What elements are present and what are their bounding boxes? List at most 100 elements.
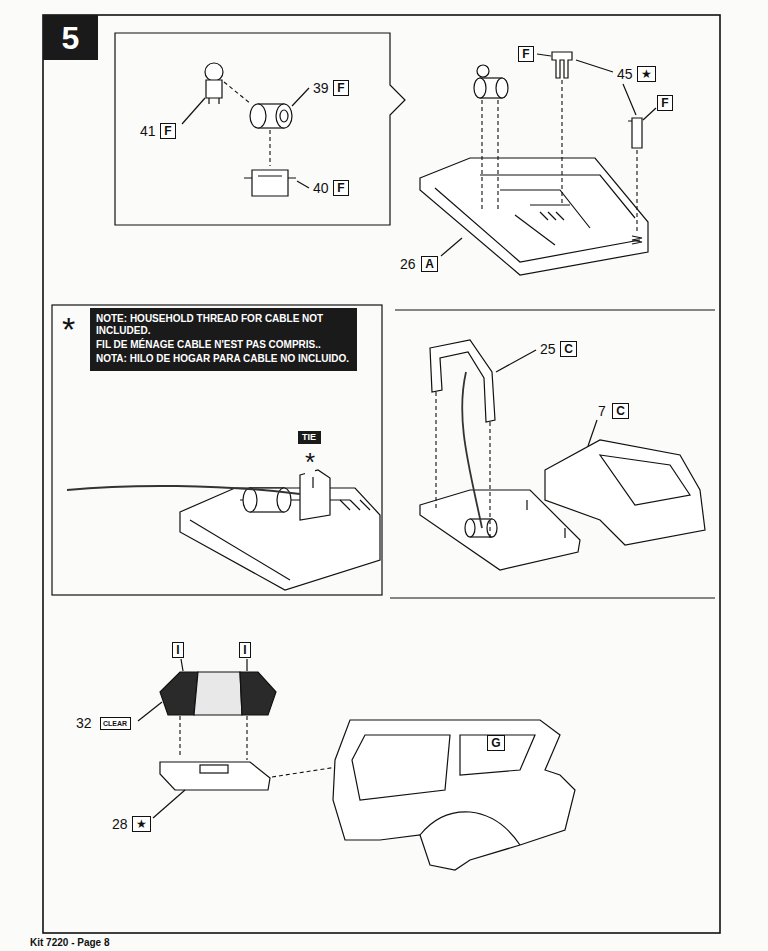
part-letter-box: C <box>560 341 577 357</box>
note-inset-frame <box>52 305 382 595</box>
part-letter-box: F <box>333 180 349 196</box>
winch-drum-end <box>465 519 475 537</box>
assembly-guide <box>562 80 637 232</box>
winch-drum-hub <box>280 110 288 122</box>
callout-number: 45 <box>617 66 633 82</box>
part-letter: I <box>176 643 180 657</box>
note-symbol: * <box>62 310 75 349</box>
note-symbol: * <box>305 447 315 477</box>
leader-line <box>643 108 656 120</box>
floor-pan-detail <box>435 175 640 262</box>
part-finish-text: CLEAR <box>103 719 128 728</box>
leader-line <box>496 350 536 372</box>
callout-number: 28 <box>112 816 128 832</box>
part-letter: F <box>164 124 172 138</box>
winch-drum-end <box>243 488 257 512</box>
assembly-guide <box>269 130 270 166</box>
part-letter-box: ★ <box>637 66 656 82</box>
callout-number: 40 <box>313 180 329 196</box>
part-letter-box: F <box>160 123 176 139</box>
leader-line <box>297 181 309 188</box>
note-text: FIL DE MÉNAGE CABLE N'EST PAS COMPRIS.. <box>96 339 351 351</box>
part-letter: G <box>491 736 501 750</box>
part-letter: F <box>337 181 345 195</box>
part-letter-box: F <box>333 80 349 96</box>
note-text: NOTA: HILO DE HOGAR PARA CABLE NO INCLUI… <box>96 353 351 365</box>
cab-opening <box>352 735 535 800</box>
mount-pin-mark <box>632 236 642 244</box>
wheel-arch <box>420 812 520 845</box>
light-bar-lens <box>240 672 276 715</box>
part-letter: I <box>243 643 247 657</box>
note-text: NOTE: HOUSEHOLD THREAD FOR CABLE NOT INC… <box>96 313 351 337</box>
note-box: NOTE: HOUSEHOLD THREAD FOR CABLE NOT INC… <box>90 308 357 371</box>
part-letter-box: C <box>612 403 629 419</box>
leader-line <box>576 60 636 115</box>
winch-upright <box>300 470 330 520</box>
winch-drum-end <box>496 78 508 98</box>
part-letter: F <box>337 81 345 95</box>
part-letter: C <box>564 342 573 356</box>
step-number-box: 5 <box>43 15 98 60</box>
light-bar-base-detail <box>200 765 228 773</box>
part-letter: A <box>425 257 434 271</box>
assembly-guide <box>224 82 251 104</box>
section-divider <box>390 310 715 598</box>
part-letter-box: ★ <box>132 816 151 832</box>
part-letter-box: I <box>172 642 184 658</box>
part-letter: F <box>522 47 530 61</box>
light-bar-lens <box>160 672 198 715</box>
part-letter-box: A <box>421 256 438 272</box>
assembly-guide <box>180 716 247 760</box>
callout-number: 32 <box>76 715 92 731</box>
light-bulb-part <box>205 63 223 81</box>
bracket-part <box>552 52 572 78</box>
cab-opening <box>600 455 690 505</box>
part-letter: C <box>616 404 625 418</box>
callout-number: 25 <box>540 341 556 357</box>
page-footer: Kit 7220 - Page 8 <box>30 937 109 949</box>
step-number: 5 <box>62 20 80 56</box>
winch-base-detail <box>244 176 296 178</box>
leader-line <box>138 702 162 721</box>
cab-part <box>333 720 575 870</box>
part-letter: ★ <box>641 67 652 81</box>
winch-drum-end <box>474 78 486 98</box>
part-letter-box: I <box>239 642 251 658</box>
winch-drum-end <box>276 104 292 128</box>
floor-rib <box>340 500 370 510</box>
part-letter: ★ <box>136 817 147 831</box>
tie-tag: TIE <box>298 431 321 444</box>
part-letter-box: F <box>518 46 534 62</box>
winch-base-part <box>252 170 288 196</box>
part-letter-box: G <box>487 735 505 751</box>
floor-pan-part <box>420 158 648 275</box>
part-letter: F <box>661 96 669 110</box>
leader-line <box>537 54 551 56</box>
leader-line <box>292 88 309 106</box>
leader-line <box>182 98 205 124</box>
winch-drum-end <box>250 104 266 128</box>
tag-text: TIE <box>302 432 317 443</box>
leader-line <box>588 420 597 446</box>
leader-line <box>441 238 462 256</box>
cab-part <box>545 440 705 545</box>
bracket-part <box>628 118 642 148</box>
leader-line <box>181 659 247 671</box>
light-housing-part <box>206 80 222 104</box>
leader-line <box>312 476 313 488</box>
callout-number: 26 <box>400 256 416 272</box>
detail-inset-frame <box>115 33 405 225</box>
clear-part-tag: CLEAR <box>100 717 131 730</box>
callout-number: 41 <box>140 123 156 139</box>
callout-number: 7 <box>598 403 606 419</box>
light-bulb-part <box>477 65 489 77</box>
thread-cable <box>67 486 300 494</box>
floor-pan-part <box>180 488 380 590</box>
callout-number: 39 <box>313 80 329 96</box>
page-frame <box>43 15 720 933</box>
leader-line <box>153 790 185 818</box>
assembly-guide <box>482 100 498 212</box>
